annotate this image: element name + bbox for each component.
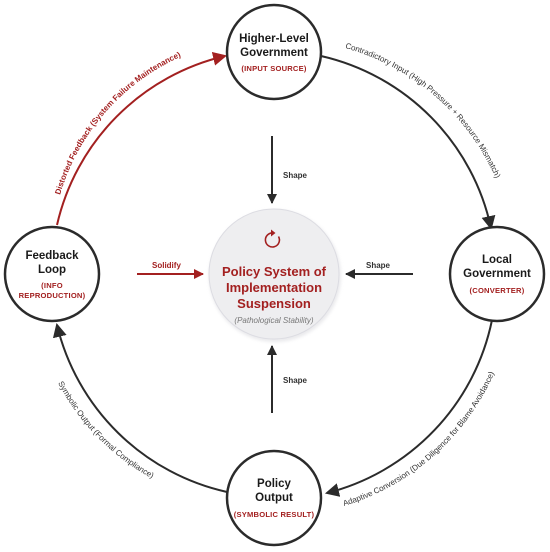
node-top-line1: Higher-Level	[239, 33, 309, 45]
center-title-line1: Policy System of	[222, 264, 327, 279]
node-left-role2: REPRODUCTION)	[19, 291, 86, 300]
node-bottom-line1: Policy	[257, 478, 291, 490]
center-title-line2: Implementation	[226, 280, 322, 295]
edge-label-left-to-top: Distorted Feedback (System Failure Maint…	[53, 50, 182, 196]
edge-left-to-top	[56, 51, 228, 226]
node-top-line2: Government	[240, 47, 308, 59]
edge-bottom-to-left	[52, 322, 228, 493]
node-bottom-line2: Output	[255, 492, 293, 504]
node-top-role: (INPUT SOURCE)	[241, 64, 307, 73]
node-higher-level-government: Higher-Level Government (INPUT SOURCE)	[225, 3, 323, 101]
node-right-line1: Local	[482, 254, 512, 266]
node-left-line2: Loop	[38, 264, 66, 276]
node-feedback-loop: Feedback Loop (INFO REPRODUCTION)	[3, 225, 101, 323]
node-left-line1: Feedback	[25, 250, 79, 262]
inward-label-top: Shape	[283, 171, 308, 180]
node-policy-output: Policy Output (SYMBOLIC RESULT)	[225, 449, 323, 547]
edge-label-bottom-to-left: Symbolic Output (Formal Compliance)	[56, 380, 155, 481]
node-bottom-role: (SYMBOLIC RESULT)	[234, 510, 315, 519]
inward-label-right: Shape	[366, 261, 391, 270]
inward-label-left: Solidify	[152, 261, 181, 270]
edge-right-to-bottom	[324, 319, 493, 497]
node-right-role: (CONVERTER)	[470, 286, 525, 295]
edge-label-right-to-bottom: Adaptive Conversion (Due Diligence for B…	[342, 370, 496, 508]
refresh-icon	[264, 229, 281, 248]
node-right-line2: Government	[463, 268, 531, 280]
inward-label-bottom: Shape	[283, 376, 308, 385]
node-local-government: Local Government (CONVERTER)	[448, 225, 546, 323]
center-subtitle: (Pathological Stability)	[234, 316, 313, 325]
center-title-line3: Suspension	[237, 296, 311, 311]
center-system-circle	[208, 208, 340, 340]
edge-top-to-right	[320, 55, 496, 231]
node-left-role1: (INFO	[41, 281, 63, 290]
